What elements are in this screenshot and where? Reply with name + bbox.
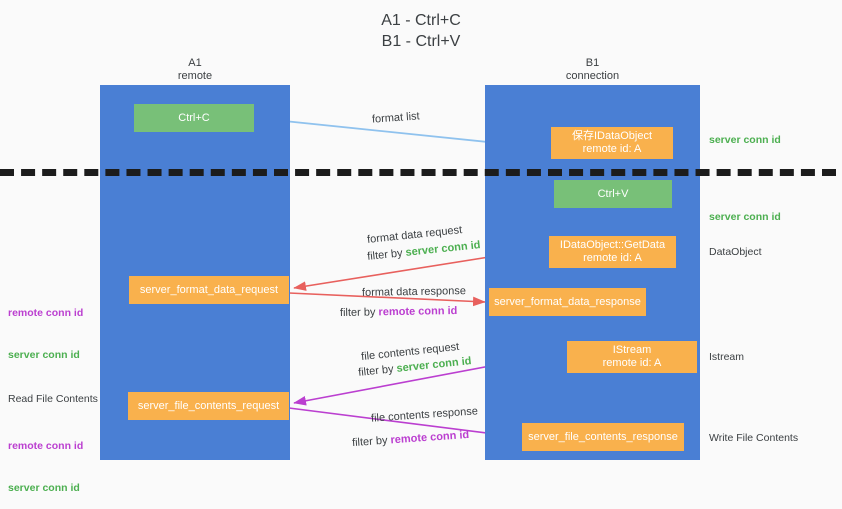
- edge-label-format-data-response-filter: filter by remote conn id: [340, 304, 458, 321]
- annotation-server-conn-id-mid: server conn id: [709, 211, 781, 223]
- annotation-istream: Istream: [709, 351, 745, 363]
- filter-prefix: filter by: [366, 246, 407, 263]
- annotation-dataobject: DataObject: [709, 246, 762, 258]
- arrow-format-data-response: [288, 292, 486, 307]
- lane-b1-header: B1 connection: [565, 57, 620, 82]
- node-server-file-contents-response[interactable]: server_file_contents_response: [522, 423, 684, 451]
- filter-prefix: filter by: [351, 434, 391, 450]
- annotation-remote-conn-id: remote conn id: [8, 307, 84, 319]
- filter-key-remote-conn-id: remote conn id: [378, 304, 458, 319]
- arrow-file-contents-response: [288, 407, 519, 441]
- node-server-format-data-response[interactable]: server_format_data_response: [489, 288, 646, 316]
- node-ctrl-c[interactable]: Ctrl+C: [134, 104, 254, 132]
- lane-a1-header: A1 remote: [177, 57, 213, 82]
- node-idataobject-getdata[interactable]: IDataObject::GetData remote id: A: [549, 236, 676, 268]
- annotation-remote-conn-id: remote conn id: [8, 440, 84, 452]
- node-server-format-data-request[interactable]: server_format_data_request: [129, 276, 289, 304]
- annotation-server-conn-id: server conn id: [8, 349, 80, 361]
- node-server-file-contents-request[interactable]: server_file_contents_request: [128, 392, 289, 420]
- annotation-read-file-contents: Read File Contents: [8, 393, 98, 405]
- node-istream[interactable]: IStream remote id: A: [567, 341, 697, 373]
- node-save-idataobject[interactable]: 保存IDataObject remote id: A: [551, 127, 673, 159]
- annotation-server-conn-id-top: server conn id: [709, 134, 781, 146]
- edge-label-format-data-response: format data response: [361, 285, 467, 299]
- filter-prefix: filter by: [339, 306, 379, 320]
- phase-divider: [0, 169, 836, 176]
- annotation-conn-ids-format: remote conn id server conn id: [8, 278, 83, 376]
- filter-prefix: filter by: [357, 362, 398, 379]
- annotation-write-file-contents: Write File Contents: [709, 432, 799, 444]
- page-title: A1 - Ctrl+C B1 - Ctrl+V: [381, 12, 461, 50]
- annotation-conn-ids-file: remote conn id server conn id: [8, 411, 83, 509]
- annotation-server-conn-id: server conn id: [8, 482, 80, 494]
- node-ctrl-v[interactable]: Ctrl+V: [554, 180, 672, 208]
